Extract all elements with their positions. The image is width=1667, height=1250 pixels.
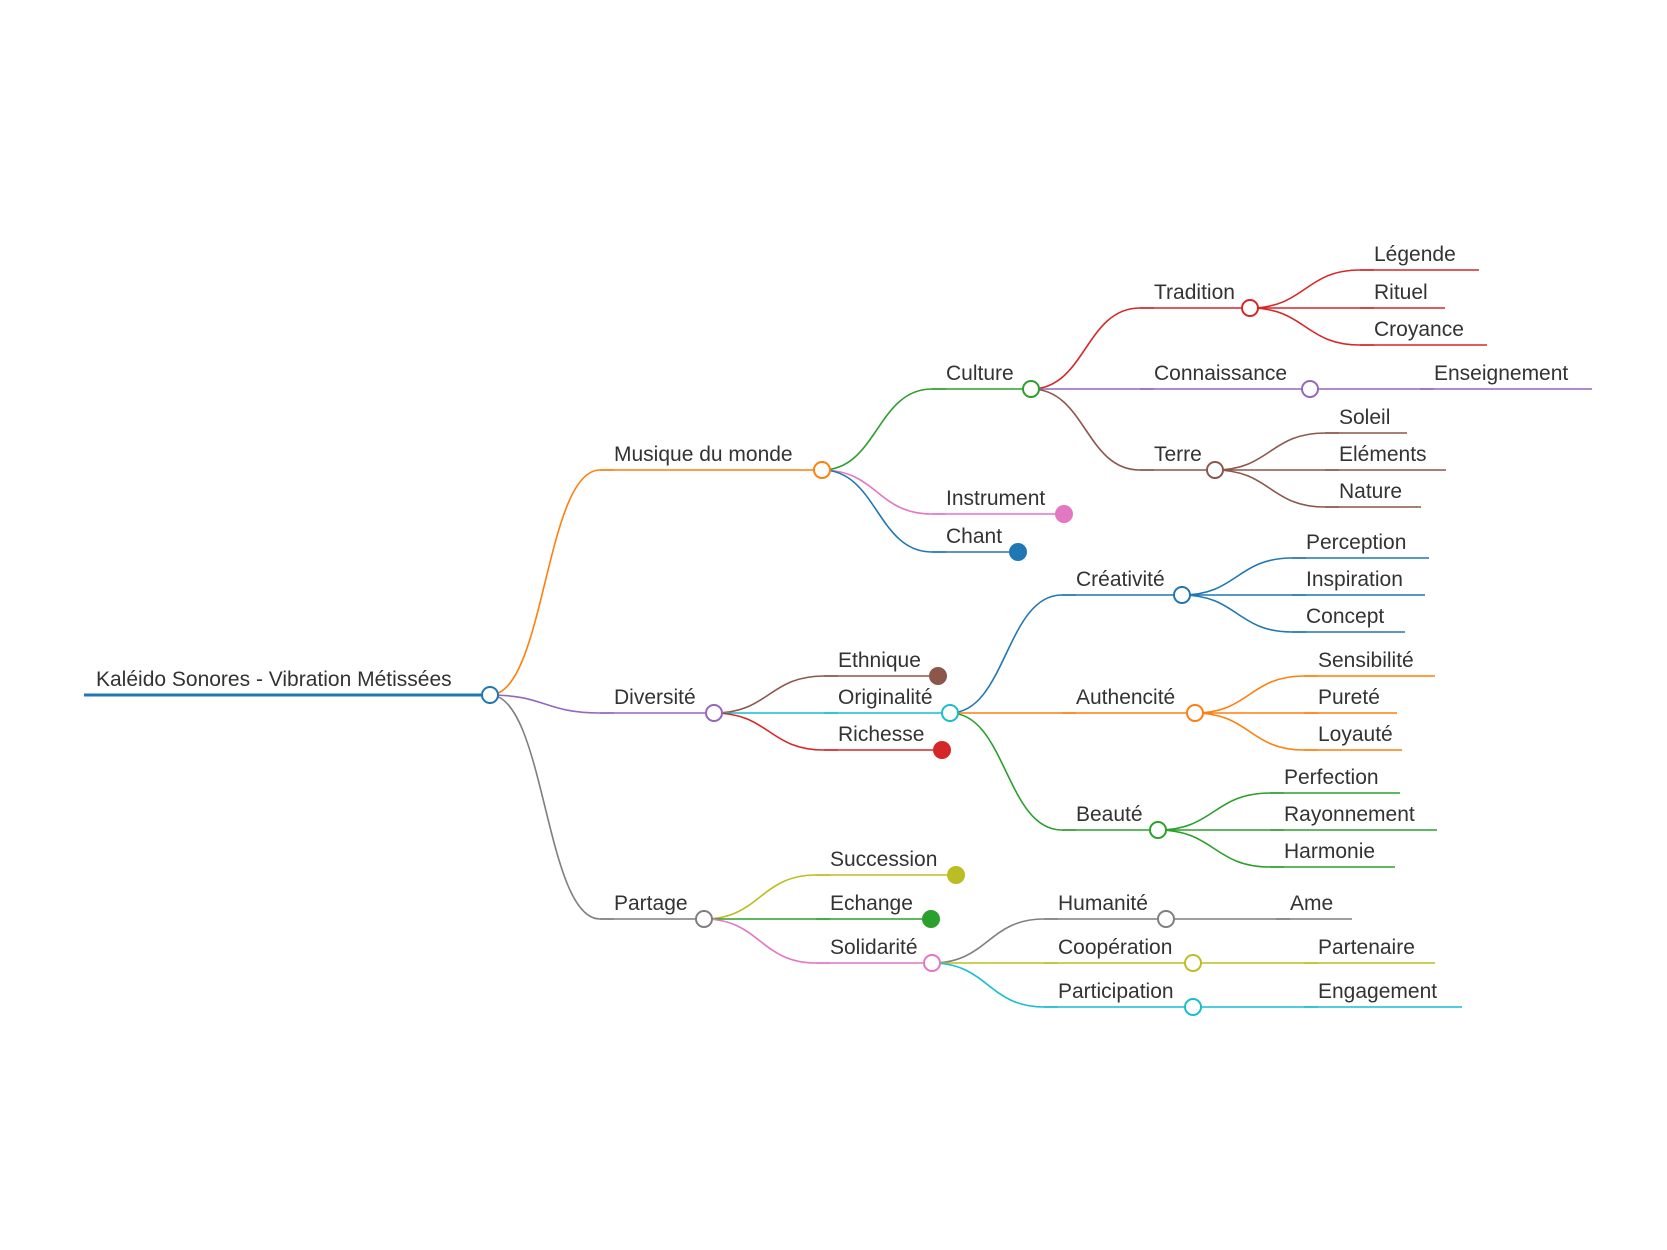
collapse-toggle-cooperation[interactable] (1184, 954, 1202, 972)
link-loyaute (1194, 712, 1318, 751)
link-solidarite (703, 918, 830, 964)
node-label-rituel[interactable]: Rituel (1374, 281, 1428, 304)
node-label-inspiration[interactable]: Inspiration (1306, 568, 1403, 591)
node-label-soleil[interactable]: Soleil (1339, 406, 1390, 429)
collapse-toggle-musique[interactable] (813, 461, 831, 479)
node-label-partenaire[interactable]: Partenaire (1318, 936, 1415, 959)
expand-toggle-echange[interactable] (922, 910, 940, 928)
link-instrument (821, 469, 946, 515)
node-label-solidarite[interactable]: Solidarité (830, 936, 918, 959)
link-tradition (1030, 307, 1154, 390)
node-label-succession[interactable]: Succession (830, 848, 937, 871)
link-sensibilite (1194, 675, 1318, 714)
node-label-humanite[interactable]: Humanité (1058, 892, 1148, 915)
node-label-instrument[interactable]: Instrument (946, 487, 1045, 510)
collapse-toggle-tradition[interactable] (1241, 299, 1259, 317)
node-label-enseignement[interactable]: Enseignement (1434, 362, 1568, 385)
link-creativite (949, 594, 1076, 714)
link-participation (931, 962, 1058, 1008)
node-label-ethnique[interactable]: Ethnique (838, 649, 921, 672)
link-richesse (713, 712, 838, 751)
collapse-toggle-participation[interactable] (1184, 998, 1202, 1016)
link-musique (489, 469, 614, 696)
link-legende (1249, 269, 1374, 309)
collapse-toggle-creativite[interactable] (1173, 586, 1191, 604)
link-beaute (949, 712, 1076, 831)
node-label-originalite[interactable]: Originalité (838, 686, 933, 709)
node-label-ame[interactable]: Ame (1290, 892, 1333, 915)
node-label-partage[interactable]: Partage (614, 892, 688, 915)
node-label-concept[interactable]: Concept (1306, 605, 1384, 628)
collapse-toggle-authencite[interactable] (1186, 704, 1204, 722)
expand-toggle-chant[interactable] (1009, 543, 1027, 561)
links-layer (489, 269, 1434, 1008)
node-label-croyance[interactable]: Croyance (1374, 318, 1464, 341)
collapse-toggle-originalite[interactable] (941, 704, 959, 722)
node-label-harmonie[interactable]: Harmonie (1284, 840, 1375, 863)
collapse-toggle-beaute[interactable] (1149, 821, 1167, 839)
collapse-toggle-partage[interactable] (695, 910, 713, 928)
link-ethnique (713, 675, 838, 714)
expand-toggle-succession[interactable] (947, 866, 965, 884)
expand-toggle-ethnique[interactable] (929, 667, 947, 685)
node-label-connaissance[interactable]: Connaissance (1154, 362, 1287, 385)
node-label-participation[interactable]: Participation (1058, 980, 1174, 1003)
underlines-layer (84, 269, 1592, 1008)
node-label-beaute[interactable]: Beauté (1076, 803, 1143, 826)
node-label-terre[interactable]: Terre (1154, 443, 1202, 466)
link-perfection (1157, 792, 1284, 831)
labels-layer: Kaléido Sonores - Vibration Métissées Mus… (96, 243, 1568, 1003)
node-label-rayonnement[interactable]: Rayonnement (1284, 803, 1415, 826)
collapse-toggle-connaissance[interactable] (1301, 380, 1319, 398)
expand-toggle-instrument[interactable] (1055, 505, 1073, 523)
node-label-creativite[interactable]: Créativité (1076, 568, 1165, 591)
node-label-legende[interactable]: Légende (1374, 243, 1456, 266)
link-nature (1214, 469, 1339, 508)
link-harmonie (1157, 829, 1284, 868)
link-chant (821, 469, 946, 553)
node-label-tradition[interactable]: Tradition (1154, 281, 1235, 304)
node-label-purete[interactable]: Pureté (1318, 686, 1380, 709)
node-label-loyaute[interactable]: Loyauté (1318, 723, 1393, 746)
node-label-echange[interactable]: Echange (830, 892, 913, 915)
expand-toggle-richesse[interactable] (933, 741, 951, 759)
node-label-engagement[interactable]: Engagement (1318, 980, 1437, 1003)
node-label-elements[interactable]: Eléments (1339, 443, 1427, 466)
collapse-toggle-culture[interactable] (1022, 380, 1040, 398)
collapse-toggle-terre[interactable] (1206, 461, 1224, 479)
link-croyance (1249, 307, 1374, 346)
markers-layer (481, 299, 1319, 1016)
node-label-richesse[interactable]: Richesse (838, 723, 924, 746)
link-succession (703, 874, 830, 920)
node-label-musique[interactable]: Musique du monde (614, 443, 793, 466)
node-label-culture[interactable]: Culture (946, 362, 1014, 385)
node-label-diversite[interactable]: Diversité (614, 686, 696, 709)
node-label-authencite[interactable]: Authencité (1076, 686, 1175, 709)
node-label-chant[interactable]: Chant (946, 525, 1002, 548)
link-culture (821, 388, 946, 471)
node-label-sensibilite[interactable]: Sensibilité (1318, 649, 1414, 672)
node-label-nature[interactable]: Nature (1339, 480, 1402, 503)
collapse-toggle-solidarite[interactable] (923, 954, 941, 972)
node-label-cooperation[interactable]: Coopération (1058, 936, 1172, 959)
link-perception (1181, 557, 1306, 596)
link-humanite (931, 918, 1058, 964)
collapse-toggle-humanite[interactable] (1157, 910, 1175, 928)
link-diversite (489, 694, 614, 714)
link-terre (1030, 388, 1154, 471)
collapse-toggle-diversite[interactable] (705, 704, 723, 722)
node-label-perception[interactable]: Perception (1306, 531, 1406, 554)
node-label-root[interactable]: Kaléido Sonores - Vibration Métissées (96, 668, 452, 691)
node-label-perfection[interactable]: Perfection (1284, 766, 1379, 789)
link-partage (489, 694, 614, 920)
collapse-toggle-root[interactable] (481, 686, 499, 704)
link-soleil (1214, 432, 1339, 471)
link-concept (1181, 594, 1306, 633)
